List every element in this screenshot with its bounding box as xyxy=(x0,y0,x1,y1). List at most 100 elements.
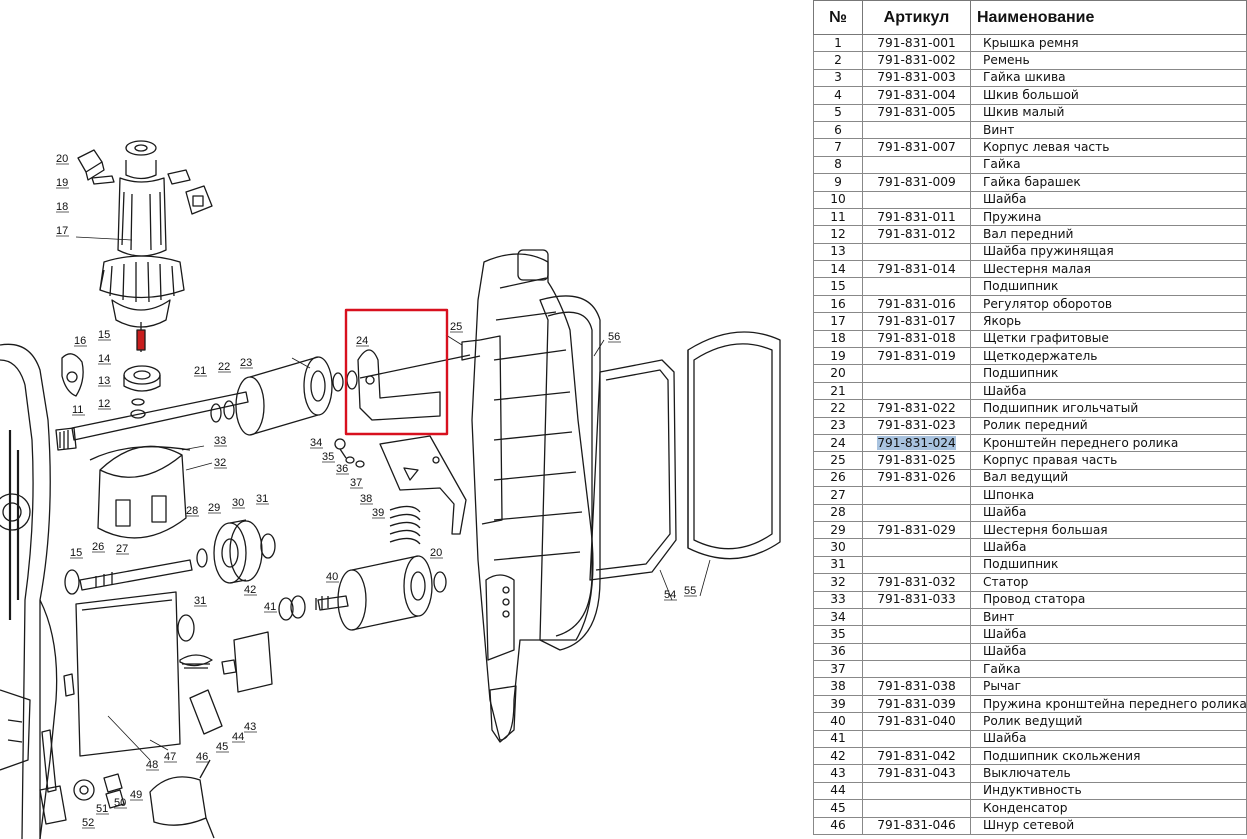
cell-num: 39 xyxy=(813,694,863,714)
cell-article: 791-831-040 xyxy=(862,712,971,731)
callout-39: 39 xyxy=(372,507,384,519)
cell-name: Шайба xyxy=(970,190,1247,209)
cell-num: 6 xyxy=(813,120,863,140)
cell-num: 25 xyxy=(813,451,863,470)
callout-35: 35 xyxy=(322,451,334,463)
callout-31: 31 xyxy=(256,493,268,505)
leader-lines xyxy=(75,236,711,761)
cell-article xyxy=(862,277,971,296)
cell-article: 791-831-039 xyxy=(862,694,971,714)
cell-name: Корпус правая часть xyxy=(970,451,1247,470)
cell-num: 46 xyxy=(813,816,863,835)
front-roller-part xyxy=(235,354,471,436)
cell-article xyxy=(862,642,971,662)
cell-name: Шайба xyxy=(970,729,1247,749)
cell-name: Индуктивность xyxy=(970,781,1247,801)
cell-num: 26 xyxy=(813,468,863,488)
cell-name: Гайка барашек xyxy=(970,173,1247,192)
cell-name: Выключатель xyxy=(970,764,1247,783)
cell-article: 791-831-032 xyxy=(862,573,971,592)
cell-num: 38 xyxy=(813,677,863,696)
cell-name: Вал ведущий xyxy=(970,468,1247,488)
callout-43: 43 xyxy=(244,721,256,733)
cell-num: 18 xyxy=(813,329,863,349)
cell-name: Ролик ведущий xyxy=(970,712,1247,731)
callout-13: 13 xyxy=(98,375,110,387)
belt-cover-part xyxy=(589,359,677,581)
cell-article xyxy=(862,799,971,818)
front-shaft-part xyxy=(55,391,249,451)
electrical-parts xyxy=(39,591,273,839)
callout-49: 49 xyxy=(130,789,142,801)
callout-32: 32 xyxy=(214,457,226,469)
cell-name: Винт xyxy=(970,120,1247,140)
callout-27: 27 xyxy=(116,543,128,555)
cell-article xyxy=(862,660,971,679)
cell-num: 37 xyxy=(813,660,863,679)
callout-47: 47 xyxy=(164,751,176,763)
cell-num: 40 xyxy=(813,712,863,731)
callout-52: 52 xyxy=(82,817,94,829)
cell-article: 791-831-033 xyxy=(862,590,971,609)
callout-33: 33 xyxy=(214,435,226,447)
callout-23: 23 xyxy=(240,357,252,369)
cell-name: Статор xyxy=(970,573,1247,592)
cell-article xyxy=(862,503,971,522)
cell-name: Подшипник xyxy=(970,555,1247,575)
cell-num: 41 xyxy=(813,729,863,749)
cell-name: Крышка ремня xyxy=(970,33,1247,53)
callout-20: 20 xyxy=(56,153,68,165)
cell-num: 17 xyxy=(813,312,863,331)
callout-48: 48 xyxy=(146,759,158,771)
callout-14: 14 xyxy=(98,353,110,365)
cell-article: 791-831-022 xyxy=(862,399,971,418)
cell-article: 791-831-026 xyxy=(862,468,971,488)
cell-num: 5 xyxy=(813,103,863,122)
cell-name: Подшипник игольчатый xyxy=(970,399,1247,418)
cell-num: 20 xyxy=(813,364,863,383)
callout-12: 12 xyxy=(98,398,110,410)
cell-article: 791-831-014 xyxy=(862,260,971,279)
callout-19: 19 xyxy=(56,177,68,189)
cell-name: Пружина кронштейна переднего ролика xyxy=(970,694,1247,714)
cell-num: 16 xyxy=(813,294,863,314)
cell-article: 791-831-046 xyxy=(862,816,971,835)
cell-name: Регулятор оборотов xyxy=(970,294,1247,314)
cell-num: 28 xyxy=(813,503,863,522)
cell-num: 13 xyxy=(813,242,863,262)
cell-name: Конденсатор xyxy=(970,799,1247,818)
cell-article xyxy=(862,781,971,801)
cell-num: 44 xyxy=(813,781,863,801)
table-row: 44 Индуктивность xyxy=(813,781,1247,801)
cell-num: 1 xyxy=(813,33,863,53)
cell-num: 33 xyxy=(813,590,863,609)
cell-name: Щетки графитовые xyxy=(970,329,1247,349)
brush-parts xyxy=(77,149,213,215)
cell-article: 791-831-029 xyxy=(862,520,971,540)
callout-15: 15 xyxy=(70,547,82,559)
cell-num: 2 xyxy=(813,51,863,70)
callout-56: 56 xyxy=(608,331,620,343)
cell-num: 12 xyxy=(813,225,863,244)
cell-name: Гайка xyxy=(970,155,1247,175)
